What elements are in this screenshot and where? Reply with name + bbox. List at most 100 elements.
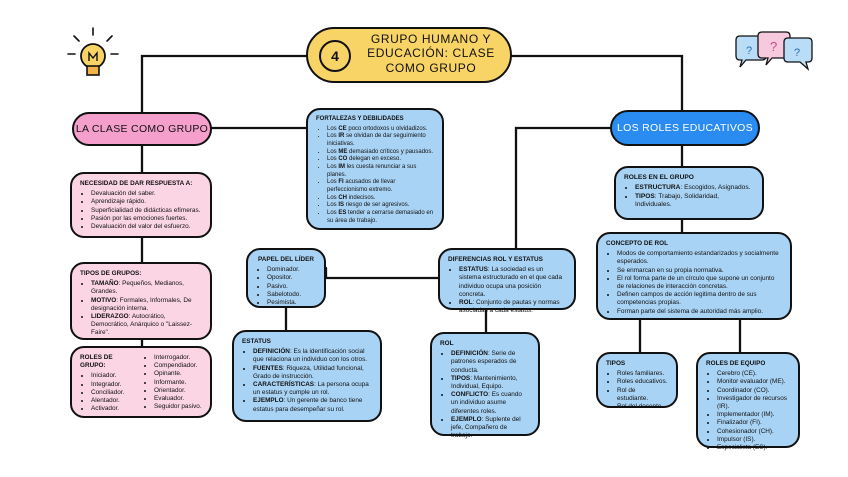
list-item: Iniciador. <box>91 372 139 380</box>
list-item: Los FI acusados de llevar perfeccionismo… <box>327 179 434 194</box>
list-item: Aprendizaje rápido. <box>91 198 202 206</box>
line-title-right <box>510 54 684 112</box>
topic-number: 4 <box>319 40 351 72</box>
list-item: Impulsor (IS). <box>717 436 790 444</box>
tipos-grupos-header: TIPOS DE GRUPOS: <box>80 270 142 277</box>
list-item: DEFINICIÓN: Serie de patrones esperados … <box>451 350 530 375</box>
list-item: Integrador. <box>91 381 139 389</box>
necesidad-list: Devaluación del saber. Aprendizaje rápid… <box>80 190 202 231</box>
list-item: DEFINICIÓN: Es la identificación social … <box>253 348 372 364</box>
bubble-mark-1: ? <box>746 45 752 57</box>
list-item: ESTRUCTURA: Escogidos, Asignados. <box>635 184 754 192</box>
roles-equipo-box: ROLES DE EQUIPO Cerebro (CE). Monitor ev… <box>696 352 800 451</box>
list-item: FUENTES: Riqueza, Utilidad funcional, Gr… <box>253 365 372 381</box>
list-item: Sabelotodo. <box>267 291 316 299</box>
list-item: Pasivo. <box>267 283 316 291</box>
list-item: EJEMPLO: Un gerente de banco tiene estat… <box>253 397 372 413</box>
list-item: EJEMPLO: Suplente del jefe, Compañero de… <box>451 416 530 441</box>
roles-grupo-header: ROLES DE GRUPO: <box>80 354 113 370</box>
right-heading: LOS ROLES EDUCATIVOS <box>610 110 760 146</box>
roles-en-grupo-list: ESTRUCTURA: Escogidos, Asignados. TIPOS:… <box>624 184 754 209</box>
list-item: Pasión por las emociones fuertes. <box>91 215 202 223</box>
lightbulb-icon <box>67 27 119 76</box>
list-item: Opinante. <box>154 370 202 378</box>
list-item: Forman parte del sistema de autoridad má… <box>617 308 782 316</box>
list-item: Los CE poco ortodoxos u olvidadizos. <box>327 126 434 134</box>
tipos-right-list: Roles familiares. Roles educativos. Rol … <box>606 370 668 411</box>
rol-box: ROL DEFINICIÓN: Serie de patrones espera… <box>430 332 540 439</box>
rol-header: ROL <box>440 340 454 347</box>
concepto-rol-box: CONCEPTO DE ROL Modos de comportamiento … <box>596 232 792 320</box>
list-item: El rol forma parte de un círculo que sup… <box>617 275 782 291</box>
list-item: Roles educativos. <box>617 378 668 386</box>
list-item: Finalizador (FI). <box>717 419 790 427</box>
tipos-right-box: TIPOS Roles familiares. Roles educativos… <box>596 352 678 411</box>
list-item: Pesimista. <box>267 299 316 307</box>
roles-equipo-header: ROLES DE EQUIPO <box>706 360 766 367</box>
roles-equipo-list: Cerebro (CE). Monitor evaluador (ME). Co… <box>706 370 790 452</box>
list-item: Compendiador. <box>154 362 202 370</box>
papel-lider-header: PAPEL DEL LÍDER <box>257 256 315 263</box>
list-item: Coordinador (CO). <box>717 387 790 395</box>
list-item: Interrogador. <box>154 354 202 362</box>
list-item: Los CO delegan en exceso. <box>327 156 434 164</box>
list-item: Los ES tender a cerrarse demasiado en su… <box>327 210 434 225</box>
rol-list: DEFINICIÓN: Serie de patrones esperados … <box>440 350 530 440</box>
estatus-list: DEFINICIÓN: Es la identificación social … <box>242 348 372 414</box>
fortalezas-list: Los CE poco ortodoxos u olvidadizos. Los… <box>316 126 434 226</box>
list-item: Especialista (ES). <box>717 444 790 452</box>
list-item: CONFLICTO: Es cuando un individuo asume … <box>451 391 530 416</box>
list-item: Alentador. <box>91 397 139 405</box>
list-item: Se enmarcan en su propia normativa. <box>617 267 782 275</box>
list-item: Los ME demasiado críticos y pausados. <box>327 149 434 157</box>
list-item: Los IM les cuesta renunciar a sus planes… <box>327 164 434 179</box>
list-item: Activador. <box>91 405 139 413</box>
main-title-box: 4 GRUPO HUMANO Y EDUCACIÓN: CLASE COMO G… <box>306 27 512 83</box>
roles-grupo-col1: Iniciador. Integrador. Conciliador. Alen… <box>80 372 139 413</box>
list-item: Superficialidad de didácticas efímeras. <box>91 207 202 215</box>
roles-grupo-col2: Interrogador. Compendiador. Opinante. In… <box>143 354 202 411</box>
list-item: Orientador. <box>154 387 202 395</box>
left-heading: LA CLASE COMO GRUPO <box>72 112 212 146</box>
list-item: Devaluación del saber. <box>91 190 202 198</box>
list-item: Investigador de recursos (IR). <box>717 395 790 411</box>
list-item: Cohesionador (CH). <box>717 428 790 436</box>
list-item: Los IS riesgo de ser agresivos. <box>327 202 434 210</box>
list-item: Evaluador. <box>154 395 202 403</box>
list-item: Conciliador. <box>91 389 139 397</box>
necesidad-box: NECESIDAD DE DAR RESPUESTA A: Devaluació… <box>70 172 212 238</box>
papel-lider-box: PAPEL DEL LÍDER Dominador. Opositor. Pas… <box>246 248 326 308</box>
bubble-mark-2: ? <box>770 39 777 54</box>
roles-grupo-box: ROLES DE GRUPO: Iniciador. Integrador. C… <box>70 346 212 418</box>
list-item: Implementador (IM). <box>717 411 790 419</box>
list-item: TIPOS: Trabajo, Solidaridad, Individuale… <box>635 193 754 210</box>
tipos-grupos-box: TIPOS DE GRUPOS: TAMAÑO: Pequeños, Media… <box>70 262 212 340</box>
list-item: Definen campos de acción legitima dentro… <box>617 291 782 307</box>
line-title-left <box>140 54 308 114</box>
fortalezas-header: FORTALEZAS Y DEBILIDADES <box>316 116 404 122</box>
list-item: TIPOS: Mantenimiento, Individual, Equipo… <box>451 375 530 391</box>
list-item: TAMAÑO: Pequeños, Medianos, Grandes. <box>91 280 202 296</box>
list-item: Monitor evaluador (ME). <box>717 378 790 386</box>
list-item: Roles familiares. <box>617 370 668 378</box>
line-right-bottom <box>638 318 742 354</box>
tipos-grupos-list: TAMAÑO: Pequeños, Medianos, Grandes. MOT… <box>80 280 202 337</box>
list-item: Opositor. <box>267 274 316 282</box>
question-bubbles-icon: ? ? ? <box>735 31 813 71</box>
necesidad-header: NECESIDAD DE DAR RESPUESTA A: <box>80 180 193 187</box>
list-item: ROL: Conjunto de pautas y normas asociad… <box>459 299 566 315</box>
roles-en-grupo-header: ROLES EN EL GRUPO <box>624 174 694 181</box>
estatus-header: ESTATUS <box>242 338 271 345</box>
list-item: ESTATUS: La sociedad es un sistema estru… <box>459 266 566 299</box>
list-item: Informante. <box>154 379 202 387</box>
papel-lider-list: Dominador. Opositor. Pasivo. Sabelotodo.… <box>256 266 316 307</box>
list-item: Modos de comportamiento estandarizados y… <box>617 250 782 266</box>
diferencias-header: DIFERENCIAS ROL Y ESTATUS <box>448 256 543 263</box>
list-item: Seguidor pasivo. <box>154 403 202 411</box>
list-item: Los IR se olvidan de dar seguimiento ini… <box>327 133 434 148</box>
list-item: Cerebro (CE). <box>717 370 790 378</box>
list-item: Rol del docente. <box>617 403 668 411</box>
fortalezas-box: FORTALEZAS Y DEBILIDADES Los CE poco ort… <box>306 108 444 230</box>
diferencias-list: ESTATUS: La sociedad es un sistema estru… <box>448 266 566 315</box>
